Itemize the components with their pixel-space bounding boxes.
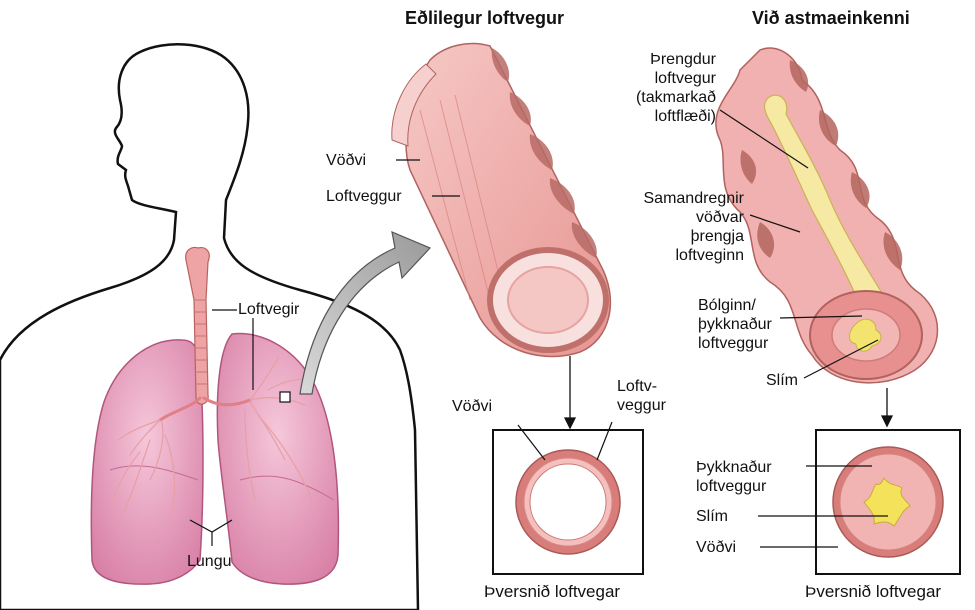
- label-contracted-muscles: Samandregnir vöðvar þrengja loftveginn: [643, 190, 745, 264]
- label-inflamed-wall: Bólginn/ þykknaður loftveggur: [698, 297, 772, 352]
- label-normal-wall: Loftveggur: [326, 188, 402, 205]
- label-normal-muscle: Vöðvi: [326, 152, 367, 169]
- airway-zoom-marker: [279, 391, 291, 403]
- asthma-airway-illustration: [715, 47, 939, 384]
- caption-normal-cross-section: Þversnið loftvegar: [484, 582, 621, 601]
- label-asthma-mucus: Slím: [766, 372, 798, 389]
- label-narrowed-airway: Þrengdur loftvegur (takmarkað loftflæði): [635, 51, 716, 125]
- label-asthma-cross-muscle: Vöðvi: [696, 539, 737, 556]
- label-lungs: Lungu: [187, 553, 232, 570]
- asthma-cross-section: [815, 429, 961, 575]
- down-arrow-normal: [563, 356, 577, 430]
- caption-asthma-cross-section: Þversnið loftvegar: [805, 582, 942, 601]
- normal-airway-heading: Eðlilegur loftvegur: [405, 8, 565, 28]
- human-silhouette: [0, 43, 420, 610]
- normal-cross-section: [492, 429, 644, 575]
- asthma-airway-heading: Við astmaeinkenni: [752, 8, 910, 28]
- label-normal-cross-wall: Loftv- veggur: [617, 378, 666, 414]
- curved-arrow-icon: [299, 231, 432, 395]
- label-airways: Loftvegir: [238, 301, 300, 318]
- left-lung: [216, 332, 340, 585]
- trachea: [185, 246, 210, 405]
- label-normal-cross-muscle: Vöðvi: [452, 398, 493, 415]
- label-asthma-cross-wall: Þykknaður loftveggur: [696, 459, 772, 495]
- down-arrow-asthma: [880, 388, 894, 428]
- lungs-illustration: [90, 246, 340, 585]
- label-asthma-cross-mucus: Slím: [696, 508, 728, 525]
- leader-lines: [189, 109, 888, 548]
- normal-airway-illustration: [391, 42, 612, 358]
